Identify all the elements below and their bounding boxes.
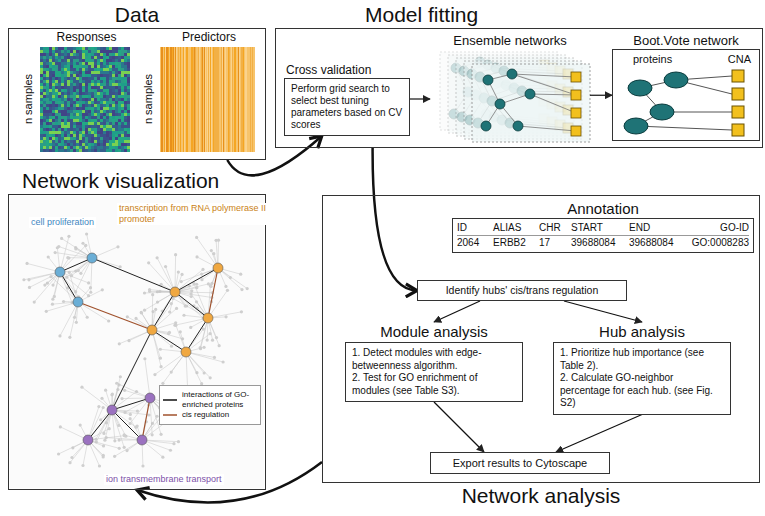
ensemble-networks: [440, 52, 590, 142]
cluster-label: ion transmembrane transport: [104, 474, 224, 485]
annotation-table-body: IDALIASCHRSTARTENDGO-ID2064ERBB217396880…: [452, 218, 754, 253]
process-box-body: Perform grid search to select best tunin…: [284, 78, 410, 136]
visual-panel: Network visualization cell proliferation t…: [8, 168, 266, 490]
table-cell: CHR: [539, 221, 571, 236]
table-cell: GO-ID: [687, 221, 749, 236]
table-cell: ALIAS: [493, 221, 539, 236]
node-text: 2. Test for GO enrichment of modules (se…: [352, 372, 516, 397]
section-heading: Network analysis: [322, 483, 760, 509]
legend-text: cis regulation: [182, 410, 229, 420]
heatmap-block: Predictors n samples: [138, 30, 258, 153]
legend-box: interactions of GO-enriched proteinscis …: [159, 385, 261, 425]
flow-arrow: [410, 98, 430, 99]
section-heading: Network visualization: [8, 168, 266, 194]
table-cell: END: [629, 221, 687, 236]
ensemble-block-body: [430, 49, 590, 147]
data-panel-body: Responses n samples Predictors n samples: [8, 28, 266, 160]
node-text: n samples: [22, 74, 34, 124]
cluster-label: cell proliferation: [29, 217, 96, 228]
analysis-panel: AnnotationIDALIASCHRSTARTENDGO-ID 2064ERB…: [322, 195, 760, 509]
network-picture: [10, 196, 264, 488]
visual-panel-body: cell proliferation transcription from RNA…: [8, 194, 266, 490]
annotation-table: AnnotationIDALIASCHRSTARTENDGO-ID 2064ERB…: [452, 199, 754, 253]
legend-text: interactions of GO-enriched proteins: [182, 390, 257, 409]
legend-line: [163, 411, 179, 419]
node-text: n samples: [142, 74, 154, 124]
flow-arrow: [590, 95, 612, 96]
flow-arrow: [373, 148, 417, 291]
heatmaps: [40, 47, 255, 152]
bootvote-panel-body: proteins CNA: [612, 49, 760, 141]
table-cell: 39688084: [629, 236, 687, 250]
analysis-panel-body: AnnotationIDALIASCHRSTARTENDGO-ID 2064ERB…: [322, 195, 760, 483]
heatmap-block-body: n samples: [18, 45, 133, 153]
flow-arrow: [564, 301, 642, 322]
node-text: Identify hubs' cis/trans regulation: [424, 284, 620, 297]
legend-row: cis regulation: [163, 410, 257, 420]
section-heading: Data: [8, 2, 266, 28]
table-cell: 17: [539, 236, 571, 250]
section-heading: Hub analysis: [553, 322, 731, 342]
section-heading: Model fitting: [275, 2, 763, 28]
process-box: Identify hubs' cis/trans regulation: [417, 280, 627, 301]
legend-row: interactions of GO-enriched proteins: [163, 390, 257, 409]
table-cell: ID: [457, 221, 493, 236]
table-cell: ERBB2: [493, 236, 539, 250]
analysis-box-body: 1. Detect modules with edge-betweenness …: [345, 342, 523, 402]
analysis-box: Module analysis 1. Detect modules with ed…: [345, 322, 523, 402]
heatmap-block-body: n samples: [138, 45, 258, 153]
process-box-body: Identify hubs' cis/trans regulation: [417, 280, 627, 301]
heatmap-block: Responses n samples: [18, 30, 133, 153]
table-cell: GO:0008283: [687, 236, 749, 250]
section-heading: Ensemble networks: [430, 32, 590, 49]
node-text: 2. Calculate GO-neighbor percentage for …: [560, 372, 724, 410]
data-panel: DataResponses n samples Predictors n sample…: [8, 2, 266, 160]
flow-arrow: [434, 402, 484, 452]
bootvote-panel: Boot.Vote network proteins CNA: [612, 32, 760, 141]
analysis-box: Hub analysis 1. Prioritize hub importance…: [553, 322, 731, 415]
section-heading: Responses: [18, 30, 133, 45]
node-text: 1. Detect modules with edge-betweenness …: [352, 347, 516, 372]
node-text: proteins: [633, 53, 672, 65]
flow-arrow: [556, 415, 642, 453]
process-box: Export results to Cytoscape: [430, 452, 610, 474]
section-heading: Boot.Vote network: [612, 32, 760, 49]
section-heading: Cross validation: [284, 62, 410, 78]
table-cell: 39688084: [571, 236, 629, 250]
table-cell: 2064: [457, 236, 493, 250]
bootvote-network: [624, 70, 744, 136]
model-panel: Model fittingCross validationPerform gri…: [275, 2, 763, 148]
flow-arrow: [434, 301, 480, 322]
analysis-box-body: 1. Prioritize hub importance (see Table …: [553, 342, 731, 415]
node-text: Export results to Cytoscape: [437, 456, 603, 470]
cluster-label: transcription from RNA polymerase II pro…: [117, 203, 269, 225]
table-cell: START: [571, 221, 629, 236]
process-box: Cross validationPerform grid search to s…: [284, 62, 410, 136]
node-text: Perform grid search to select best tunin…: [291, 83, 403, 131]
ensemble-block: Ensemble networks: [430, 32, 590, 147]
section-heading: Module analysis: [345, 322, 523, 342]
node-text: 1. Prioritize hub importance (see Table …: [560, 347, 724, 372]
process-box-body: Export results to Cytoscape: [430, 452, 610, 474]
section-heading: Predictors: [138, 30, 258, 45]
node-text: CNA: [728, 53, 751, 65]
section-heading: Annotation: [452, 199, 754, 218]
model-panel-body: Cross validationPerform grid search to s…: [275, 28, 763, 148]
legend-line: [163, 396, 179, 404]
